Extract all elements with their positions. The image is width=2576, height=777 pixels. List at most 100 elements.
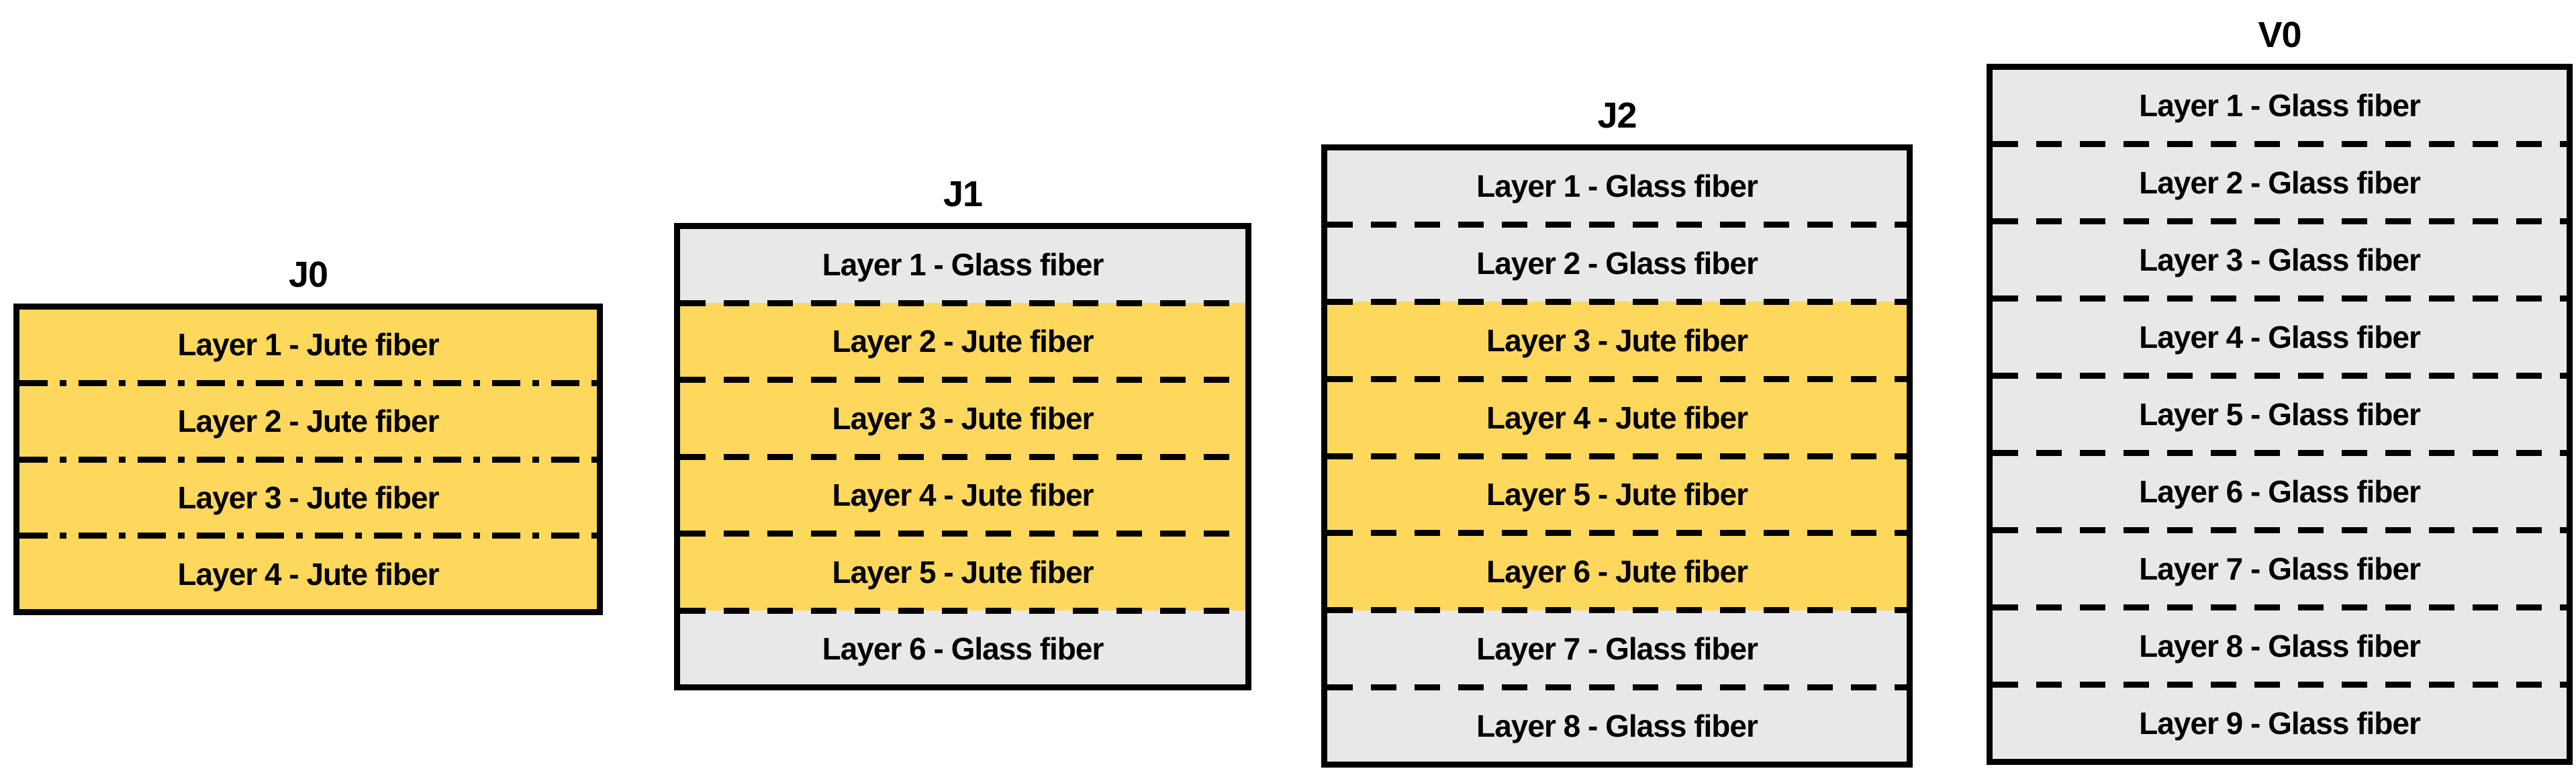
layer-label: Layer 9 - Glass fiber xyxy=(2139,706,2421,741)
layer-separator-line xyxy=(1993,604,2567,610)
layer-label: Layer 1 - Glass fiber xyxy=(822,246,1104,282)
layer-label: Layer 2 - Glass fiber xyxy=(1476,245,1758,281)
layer-row: Layer 3 - Jute fiber xyxy=(19,462,597,533)
layer-row: Layer 3 - Jute fiber xyxy=(680,383,1245,454)
separator-dash-pattern xyxy=(19,379,597,386)
layer-row: Layer 7 - Glass fiber xyxy=(1327,613,1907,685)
separator-dash-pattern xyxy=(1993,604,2567,610)
layer-row: Layer 4 - Glass fiber xyxy=(1993,302,2567,373)
layer-separator-line xyxy=(1327,375,1907,382)
layer-row: Layer 1 - Glass fiber xyxy=(1327,150,1907,222)
layer-separator-line xyxy=(680,300,1245,306)
layer-row: Layer 1 - Glass fiber xyxy=(680,229,1245,300)
layer-separator-line xyxy=(1993,141,2567,147)
layer-row: Layer 7 - Glass fiber xyxy=(1993,533,2567,604)
separator-dash-pattern xyxy=(1327,221,1907,228)
layer-separator-line xyxy=(1993,373,2567,379)
layer-separator-line xyxy=(19,456,597,463)
layer-separator-line xyxy=(1327,530,1907,537)
layer-separator-line xyxy=(1327,221,1907,228)
layer-row: Layer 9 - Glass fiber xyxy=(1993,688,2567,759)
separator-dash-pattern xyxy=(1327,453,1907,459)
layer-separator-line xyxy=(1993,527,2567,533)
layer-label: Layer 7 - Glass fiber xyxy=(2139,551,2421,586)
layer-label: Layer 2 - Glass fiber xyxy=(2139,165,2421,200)
layer-separator-line xyxy=(19,379,597,386)
layer-label: Layer 8 - Glass fiber xyxy=(2139,629,2421,664)
separator-dash-pattern xyxy=(1327,684,1907,691)
layer-label: Layer 2 - Jute fiber xyxy=(177,404,439,439)
layer-label: Layer 4 - Jute fiber xyxy=(832,477,1094,513)
layer-row: Layer 1 - Glass fiber xyxy=(1993,70,2567,141)
layer-label: Layer 6 - Glass fiber xyxy=(822,631,1104,667)
layer-row: Layer 4 - Jute fiber xyxy=(19,539,597,609)
layer-row: Layer 2 - Jute fiber xyxy=(680,306,1245,377)
layer-label: Layer 1 - Jute fiber xyxy=(177,327,439,363)
layer-label: Layer 5 - Glass fiber xyxy=(2139,397,2421,432)
layer-row: Layer 6 - Glass fiber xyxy=(680,613,1245,684)
panel-title: J0 xyxy=(288,255,328,295)
layer-row: Layer 5 - Jute fiber xyxy=(680,537,1245,608)
layer-row: Layer 6 - Glass fiber xyxy=(1993,456,2567,527)
separator-dash-pattern xyxy=(1327,375,1907,382)
panel-title: J2 xyxy=(1597,95,1637,136)
separator-dash-pattern xyxy=(680,607,1245,614)
panel-title: J1 xyxy=(943,174,983,214)
layer-label: Layer 6 - Jute fiber xyxy=(1486,554,1748,590)
layer-separator-line xyxy=(1993,218,2567,224)
layer-row: Layer 1 - Jute fiber xyxy=(19,310,597,380)
separator-dash-pattern xyxy=(680,377,1245,383)
layer-row: Layer 4 - Jute fiber xyxy=(680,459,1245,531)
separator-dash-pattern xyxy=(1993,141,2567,147)
layer-label: Layer 8 - Glass fiber xyxy=(1476,709,1758,744)
layer-row: Layer 5 - Jute fiber xyxy=(1327,459,1907,531)
separator-dash-pattern xyxy=(1993,218,2567,224)
layer-row: Layer 2 - Jute fiber xyxy=(19,385,597,457)
layer-label: Layer 4 - Jute fiber xyxy=(177,556,439,592)
layer-row: Layer 8 - Glass fiber xyxy=(1993,610,2567,682)
separator-dash-pattern xyxy=(19,533,597,539)
layer-label: Layer 5 - Jute fiber xyxy=(1486,477,1748,512)
separator-dash-pattern xyxy=(1993,373,2567,379)
layer-row: Layer 2 - Glass fiber xyxy=(1993,147,2567,218)
layer-separator-line xyxy=(1327,607,1907,614)
layer-label: Layer 4 - Jute fiber xyxy=(1486,400,1748,435)
separator-dash-pattern xyxy=(680,531,1245,537)
separator-dash-pattern xyxy=(680,453,1245,460)
layer-label: Layer 3 - Glass fiber xyxy=(2139,242,2421,277)
layer-label: Layer 3 - Jute fiber xyxy=(832,400,1094,436)
layer-row: Layer 2 - Glass fiber xyxy=(1327,227,1907,299)
separator-dash-pattern xyxy=(1327,298,1907,305)
layer-separator-line xyxy=(680,607,1245,614)
layer-label: Layer 3 - Jute fiber xyxy=(177,479,439,515)
layer-separator-line xyxy=(680,377,1245,383)
layer-row: Layer 3 - Jute fiber xyxy=(1327,304,1907,376)
layer-separator-line xyxy=(680,531,1245,537)
layer-separator-line xyxy=(1327,453,1907,459)
layer-row: Layer 6 - Jute fiber xyxy=(1327,536,1907,608)
panel-title: V0 xyxy=(2258,15,2301,55)
layer-separator-line xyxy=(1327,298,1907,305)
layer-row: Layer 3 - Glass fiber xyxy=(1993,224,2567,295)
layer-label: Layer 2 - Jute fiber xyxy=(832,324,1094,359)
layer-label: Layer 1 - Glass fiber xyxy=(2139,88,2421,123)
layer-separator-line xyxy=(1327,684,1907,691)
separator-dash-pattern xyxy=(680,300,1245,306)
layer-separator-line xyxy=(19,533,597,539)
layer-label: Layer 7 - Glass fiber xyxy=(1476,631,1758,667)
separator-dash-pattern xyxy=(1327,530,1907,537)
layer-separator-line xyxy=(1993,295,2567,302)
layer-label: Layer 5 - Jute fiber xyxy=(832,554,1094,590)
separator-dash-pattern xyxy=(19,456,597,463)
layer-separator-line xyxy=(1993,450,2567,456)
layer-label: Layer 3 - Jute fiber xyxy=(1486,322,1748,358)
